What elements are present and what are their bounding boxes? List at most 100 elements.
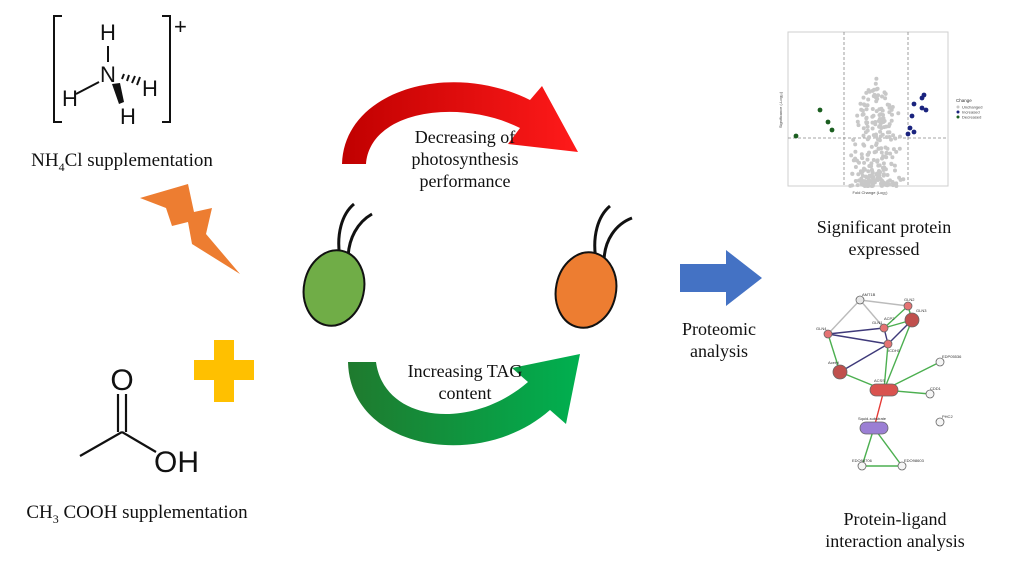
network-node	[879, 323, 889, 333]
volcano-point-unchanged	[859, 152, 864, 157]
volcano-point-unchanged	[891, 147, 896, 152]
node-label: CDD1	[930, 386, 942, 391]
volcano-point-unchanged	[886, 124, 891, 129]
volcano-point-unchanged	[861, 95, 866, 100]
node-label: Squid-substrate	[858, 416, 887, 421]
volcano-point-unchanged	[866, 152, 870, 157]
volcano-point-unchanged	[870, 183, 875, 188]
network-node	[904, 312, 920, 328]
ammonium-caption-pre: NH	[31, 150, 59, 171]
volcano-point-unchanged	[882, 154, 887, 159]
node-label: GLN2	[904, 297, 915, 302]
cycle-arrows	[342, 82, 580, 446]
node-label: GLN3	[916, 308, 927, 313]
volcano-point-unchanged	[887, 182, 891, 187]
cycle-top-text: Decreasing of photosynthesis performance	[380, 126, 550, 192]
volcano-point-unchanged	[874, 109, 879, 114]
volcano-point-unchanged	[853, 179, 858, 183]
volcano-legend-title: Change	[956, 98, 972, 103]
volcano-point-increased	[905, 131, 911, 137]
volcano-point-unchanged	[888, 151, 893, 156]
volcano-point-unchanged	[881, 168, 886, 172]
node-label: EDO98706	[852, 458, 873, 463]
volcano-point-unchanged	[853, 165, 858, 169]
volcano-point-unchanged	[877, 169, 881, 173]
volcano-point-unchanged	[890, 180, 895, 185]
volcano-point-unchanged	[894, 184, 899, 188]
atom-o: O	[110, 364, 133, 397]
volcano-point-unchanged	[860, 112, 865, 117]
volcano-caption-line-1: Significant protein	[816, 217, 952, 237]
network-node	[903, 301, 913, 311]
volcano-point-decreased	[829, 127, 835, 133]
volcano-point-unchanged	[879, 126, 884, 130]
proteomic-label: Proteomic analysis	[660, 318, 778, 362]
volcano-point-unchanged	[884, 135, 889, 140]
volcano-point-unchanged	[861, 126, 866, 131]
network-caption-line-1: Protein-ligand	[843, 509, 947, 529]
ammonium-caption: NH4Cl supplementation	[12, 150, 232, 178]
volcano-point-unchanged	[878, 129, 883, 134]
volcano-point-unchanged	[897, 175, 902, 180]
volcano-point-unchanged	[865, 120, 870, 125]
cycle-top-line-3: performance	[419, 171, 511, 191]
node-label: GLN4	[816, 326, 827, 331]
volcano-point-decreased	[817, 107, 823, 113]
node-label: EDO98603	[904, 458, 925, 463]
volcano-point-increased	[911, 101, 917, 107]
volcano-point-unchanged	[849, 153, 854, 158]
volcano-point-unchanged	[874, 149, 878, 154]
plus-icon	[194, 340, 254, 402]
cycle-bottom-line-2: content	[438, 383, 492, 403]
volcano-point-unchanged	[873, 81, 878, 86]
cycle-top-line-1: Decreasing of	[414, 127, 516, 147]
network-node	[897, 461, 907, 471]
volcano-point-decreased	[793, 133, 799, 139]
volcano-point-unchanged	[875, 158, 880, 163]
network-node	[857, 461, 867, 471]
volcano-point-unchanged	[885, 173, 890, 177]
volcano-point-unchanged	[881, 113, 885, 117]
volcano-point-increased	[921, 92, 927, 98]
volcano-points-decreased	[793, 107, 835, 139]
volcano-point-unchanged	[865, 157, 870, 162]
proteomic-line-2: analysis	[690, 341, 748, 361]
volcano-point-unchanged	[883, 182, 888, 187]
cycle-bottom-text: Increasing TAG content	[380, 360, 550, 404]
node-label: Acetyl	[828, 360, 839, 365]
volcano-point-unchanged	[858, 101, 863, 106]
volcano-point-unchanged	[859, 176, 864, 181]
cycle-bottom-line-1: Increasing TAG	[407, 361, 523, 381]
volcano-point-unchanged	[876, 163, 881, 168]
volcano-point-unchanged	[865, 128, 870, 133]
volcano-point-unchanged	[887, 130, 892, 135]
acetic-caption-post: COOH supplementation	[58, 502, 248, 523]
volcano-y-axis-label: Significance (-Log₁₀)	[778, 91, 783, 128]
volcano-legend-increased: Increased	[962, 110, 980, 115]
volcano-point-unchanged	[861, 142, 866, 147]
volcano-point-unchanged	[850, 171, 855, 176]
volcano-point-unchanged	[851, 137, 856, 142]
network-node	[855, 295, 865, 305]
volcano-point-decreased	[825, 119, 831, 125]
network-node	[869, 383, 899, 397]
lightning-icon	[140, 184, 240, 274]
volcano-point-unchanged	[893, 168, 897, 173]
volcano-caption: Significant protein expressed	[784, 216, 984, 260]
atom-h-right: H	[142, 76, 158, 101]
volcano-point-unchanged	[889, 137, 893, 142]
volcano-point-unchanged	[880, 117, 884, 121]
volcano-point-increased	[909, 113, 915, 119]
volcano-point-unchanged	[858, 169, 863, 174]
volcano-point-unchanged	[855, 113, 860, 118]
network-node	[859, 421, 889, 435]
volcano-point-unchanged	[889, 161, 894, 166]
node-label: PHC2	[942, 414, 953, 419]
volcano-point-unchanged	[881, 120, 886, 124]
node-label: AMT1B	[862, 292, 876, 297]
green-cell-icon	[302, 202, 373, 327]
volcano-point-increased	[907, 125, 913, 131]
cycle-top-line-2: photosynthesis	[411, 149, 519, 169]
volcano-point-unchanged	[856, 172, 861, 177]
volcano-point-unchanged	[897, 146, 902, 151]
